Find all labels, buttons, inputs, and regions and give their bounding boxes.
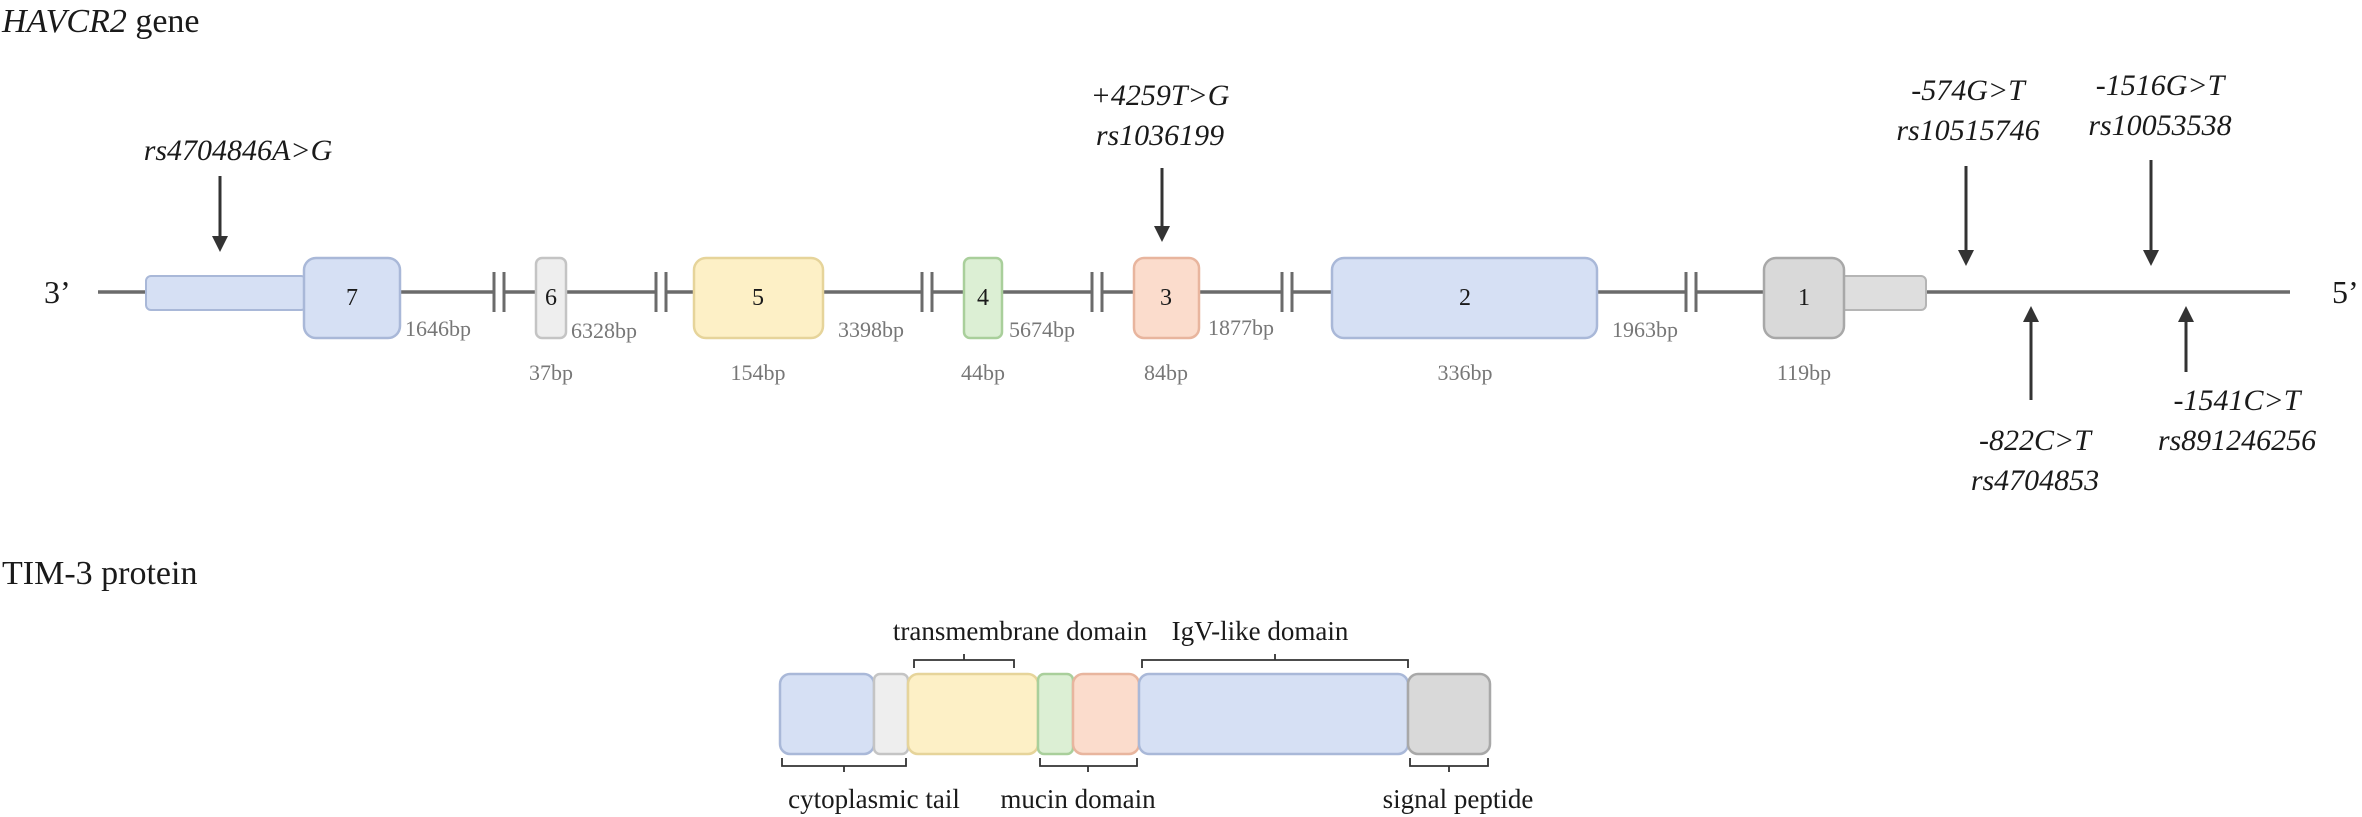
intron-length: 1877bp	[1208, 315, 1274, 340]
arrow-up-icon	[2023, 306, 2039, 322]
snp-label: -1541C>T	[2174, 384, 2303, 417]
intron-length: 6328bp	[571, 318, 637, 343]
exon-1: 1 119bp	[1762, 256, 1846, 385]
label-mucin-domain: mucin domain	[1000, 784, 1156, 814]
end-3prime: 3’	[44, 274, 71, 310]
exon-6: 6 37bp	[529, 256, 573, 385]
segment-exon6	[872, 672, 910, 756]
protein-title: TIM-3 protein	[2, 555, 197, 592]
exon-6-label: 6	[545, 285, 557, 311]
snp-above-4: -1516G>T rs10053538	[2088, 69, 2232, 266]
exon-3-length: 84bp	[1144, 360, 1188, 385]
segment-cytoplasmic	[778, 672, 876, 756]
snp-label: rs4704846A>G	[144, 134, 333, 167]
intron-breaks	[492, 272, 1698, 312]
snp-id: rs4704853	[1971, 464, 2099, 497]
snp-id: rs891246256	[2158, 424, 2316, 457]
snp-id: rs1036199	[1096, 119, 1224, 152]
brace-igv	[1141, 654, 1409, 668]
snp-id: rs10053538	[2088, 109, 2231, 142]
gene-title: HAVCR2 gene	[1, 3, 200, 40]
arrow-down-icon	[1154, 226, 1170, 242]
exon-3: 3 84bp	[1132, 256, 1201, 385]
label-signal-peptide: signal peptide	[1383, 784, 1534, 814]
intron-length: 3398bp	[838, 317, 904, 342]
snp-below-2: -1541C>T rs891246256	[2158, 306, 2316, 457]
exon-4-label: 4	[977, 285, 989, 311]
intron-length: 1963bp	[1612, 317, 1678, 342]
exon-7-label: 7	[346, 285, 358, 311]
arrow-down-icon	[2143, 250, 2159, 266]
snp-above-1: rs4704846A>G	[144, 134, 333, 252]
snp-label: +4259T>G	[1091, 79, 1230, 112]
intron-length: 1646bp	[405, 316, 471, 341]
snp-label: -822C>T	[1979, 424, 2093, 457]
protein-bar	[778, 672, 1492, 756]
end-5prime: 5’	[2332, 274, 2359, 310]
exon-4: 4 44bp	[961, 256, 1005, 385]
exon-5: 5 154bp	[692, 256, 825, 385]
exon-3-label: 3	[1160, 285, 1172, 311]
exon-1-length: 119bp	[1777, 360, 1831, 385]
exon-7: 7	[302, 256, 402, 340]
snp-id: rs10515746	[1896, 114, 2039, 147]
gene-symbol: HAVCR2	[1, 3, 127, 40]
arrow-down-icon	[1958, 250, 1974, 266]
snp-above-3: -574G>T rs10515746	[1896, 74, 2040, 266]
segment-mucin-a	[1036, 672, 1075, 756]
brace-transmembrane	[913, 654, 1015, 668]
label-cytoplasmic-tail: cytoplasmic tail	[788, 784, 960, 814]
exon-1-label: 1	[1798, 285, 1810, 311]
exon-2: 2 336bp	[1330, 256, 1599, 385]
brace-mucin	[1039, 758, 1138, 772]
label-transmembrane-domain: transmembrane domain	[893, 616, 1148, 646]
arrow-down-icon	[212, 236, 228, 252]
segment-signal-peptide	[1406, 672, 1492, 756]
snp-label: -574G>T	[1911, 74, 2027, 107]
label-igv-like-domain: IgV-like domain	[1172, 616, 1349, 646]
exon-6-length: 37bp	[529, 360, 573, 385]
gene-title-suffix: gene	[127, 3, 200, 40]
brace-signal	[1409, 758, 1489, 772]
utr-3prime	[145, 275, 307, 311]
segment-transmembrane	[906, 672, 1040, 756]
exon-5-label: 5	[752, 285, 764, 311]
exon-2-label: 2	[1459, 285, 1471, 311]
segment-igv	[1137, 672, 1410, 756]
snp-above-2: +4259T>G rs1036199	[1091, 79, 1230, 242]
intron-length: 5674bp	[1009, 317, 1075, 342]
brace-cytoplasmic	[781, 758, 907, 772]
exon-4-length: 44bp	[961, 360, 1005, 385]
exon-2-length: 336bp	[1438, 360, 1493, 385]
exon-5-length: 154bp	[731, 360, 786, 385]
segment-mucin-b	[1071, 672, 1141, 756]
arrow-up-icon	[2178, 306, 2194, 322]
utr-5prime	[1839, 275, 1927, 311]
snp-below-1: -822C>T rs4704853	[1971, 306, 2099, 497]
snp-label: -1516G>T	[2096, 69, 2227, 102]
